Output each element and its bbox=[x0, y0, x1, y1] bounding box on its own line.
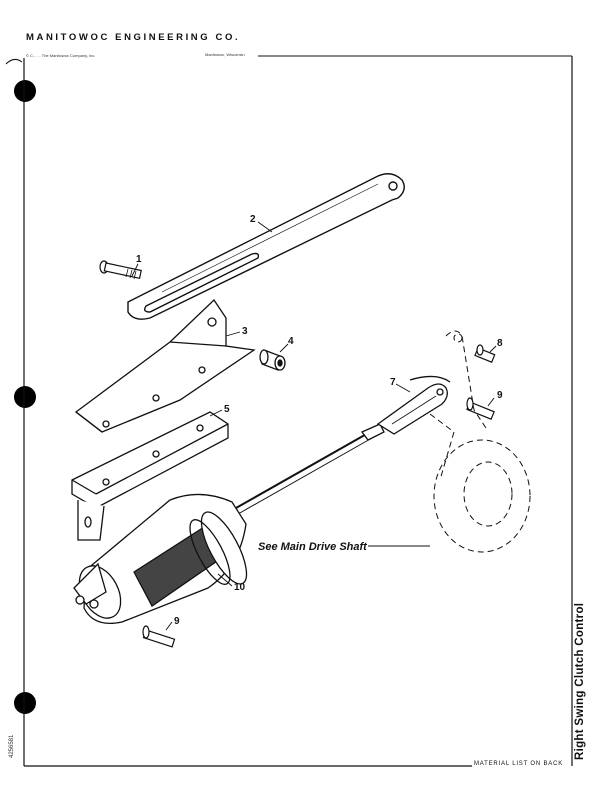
callout-5: 5 bbox=[224, 404, 230, 415]
part-10-air-cylinder bbox=[73, 423, 385, 625]
callout-1: 1 bbox=[136, 254, 142, 265]
part-4-bushing bbox=[259, 349, 286, 371]
part-8-pin bbox=[474, 344, 496, 363]
page-frame bbox=[5, 55, 573, 767]
callout-4: 4 bbox=[288, 336, 294, 347]
part-7-clevis bbox=[376, 375, 451, 435]
binder-hole-middle bbox=[14, 386, 36, 408]
main-drive-shaft-phantom bbox=[429, 330, 531, 553]
callout-3: 3 bbox=[242, 326, 248, 337]
part-9-pin-lower bbox=[142, 625, 176, 648]
company-name: MANITOWOC ENGINEERING CO. bbox=[26, 32, 241, 43]
callout-8: 8 bbox=[497, 338, 503, 349]
binder-hole-top bbox=[14, 80, 36, 102]
see-main-drive-shaft-label: See Main Drive Shaft bbox=[258, 541, 368, 553]
copyright-line: © C... ... The Manitowoc Company, Inc. bbox=[26, 53, 96, 58]
drawing-number: 4256581 bbox=[9, 734, 15, 758]
part-2-lever-arm bbox=[127, 173, 405, 320]
location-line: Manitowoc, Wisconsin bbox=[205, 52, 245, 57]
part-3-bracket bbox=[74, 298, 256, 433]
part-9-pin-upper bbox=[466, 397, 495, 420]
callout-7: 7 bbox=[390, 377, 396, 388]
leader-lines bbox=[131, 221, 497, 631]
material-list-note: MATERIAL LIST ON BACK bbox=[474, 761, 564, 767]
part-5-plate bbox=[71, 411, 229, 541]
callout-2: 2 bbox=[250, 214, 256, 225]
callout-9-upper: 9 bbox=[497, 390, 503, 401]
callout-9-lower: 9 bbox=[174, 616, 180, 627]
part-1-bolt bbox=[99, 260, 142, 280]
sheet-title: Right Swing Clutch Control bbox=[574, 602, 586, 760]
callout-10: 10 bbox=[234, 582, 246, 593]
binder-hole-bottom bbox=[14, 692, 36, 714]
